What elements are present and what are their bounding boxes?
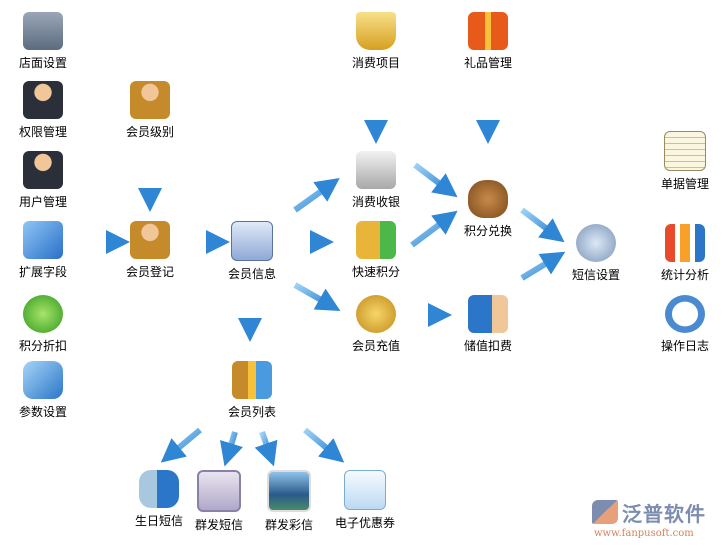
node-label: 单据管理	[660, 177, 709, 191]
logo-mark-icon	[592, 500, 618, 524]
node-points-discount[interactable]: 积分折扣	[0, 295, 88, 354]
node-e-coupon[interactable]: 电子优惠券	[320, 470, 410, 531]
logo-url: www.fanpusoft.com	[594, 528, 694, 539]
discount-icon	[23, 295, 63, 333]
basket-icon	[356, 12, 396, 50]
node-label: 电子优惠券	[334, 516, 395, 530]
finder-icon	[23, 221, 63, 259]
node-store-settings[interactable]: 店面设置	[0, 12, 88, 71]
speaker-icon	[576, 224, 616, 262]
member-key-icon	[130, 221, 170, 259]
node-label: 权限管理	[18, 125, 67, 139]
member-icon	[130, 81, 170, 119]
coupon-icon	[344, 470, 386, 510]
node-label: 会员级别	[125, 125, 174, 139]
node-label: 会员信息	[227, 267, 276, 281]
node-label: 生日短信	[134, 514, 183, 528]
node-member-recharge[interactable]: 会员充值	[331, 295, 421, 354]
node-member-info[interactable]: 会员信息	[207, 221, 297, 282]
gift-icon	[468, 12, 508, 50]
node-label: 礼品管理	[463, 56, 512, 70]
logo-name: 泛普软件	[622, 502, 706, 526]
node-label: 储值扣费	[463, 339, 512, 353]
coins-arrow-icon	[356, 221, 396, 259]
bar-chart-icon	[665, 224, 705, 262]
user-icon	[23, 151, 63, 189]
node-permissions[interactable]: 权限管理	[0, 81, 88, 140]
arrow	[254, 431, 278, 467]
node-cashier[interactable]: 消费收银	[331, 151, 421, 210]
node-statistics[interactable]: 统计分析	[640, 224, 723, 283]
clock-icon	[665, 295, 705, 333]
node-mass-mms[interactable]: 群发彩信	[244, 470, 334, 533]
node-documents[interactable]: 单据管理	[640, 131, 723, 192]
node-label: 会员充值	[351, 339, 400, 353]
id-card-icon	[231, 221, 273, 261]
node-member-list[interactable]: 会员列表	[207, 361, 297, 420]
node-member-level[interactable]: 会员级别	[105, 81, 195, 140]
coins-icon	[356, 295, 396, 333]
node-label: 积分兑换	[463, 224, 512, 238]
users-icon	[23, 81, 63, 119]
node-label: 店面设置	[18, 56, 67, 70]
node-birthday-sms[interactable]: 生日短信	[114, 470, 204, 529]
arrow	[410, 210, 458, 248]
node-extended-fields[interactable]: 扩展字段	[0, 221, 88, 280]
arrow	[160, 427, 202, 463]
arrow	[293, 282, 341, 311]
yen-user-icon	[468, 295, 508, 333]
node-member-registration[interactable]: 会员登记	[105, 221, 195, 280]
node-label: 会员登记	[125, 265, 174, 279]
arrow	[413, 162, 458, 198]
node-label: 积分折扣	[18, 339, 67, 353]
arrow	[520, 207, 565, 243]
node-quick-points[interactable]: 快速积分	[331, 221, 421, 280]
node-label: 用户管理	[18, 195, 67, 209]
notepad-icon	[664, 131, 706, 171]
node-label: 统计分析	[660, 268, 709, 282]
node-label: 消费收银	[351, 195, 400, 209]
money-bag-icon	[468, 180, 508, 218]
node-label: 快速积分	[351, 265, 400, 279]
pda-icon	[197, 470, 241, 512]
node-parameter-settings[interactable]: 参数设置	[0, 361, 88, 420]
arrow	[520, 251, 566, 281]
node-label: 消费项目	[351, 56, 400, 70]
node-label: 参数设置	[18, 405, 67, 419]
picture-brush-icon	[267, 470, 311, 512]
phone-ie-icon	[139, 470, 179, 508]
node-sms-settings[interactable]: 短信设置	[551, 224, 641, 283]
node-gift-management[interactable]: 礼品管理	[443, 12, 533, 71]
settings-k-icon	[23, 361, 63, 399]
arrow	[293, 178, 340, 213]
node-label: 操作日志	[660, 339, 709, 353]
node-label: 会员列表	[227, 405, 276, 419]
node-label: 短信设置	[571, 268, 620, 282]
node-label: 扩展字段	[18, 265, 67, 279]
node-user-management[interactable]: 用户管理	[0, 151, 88, 210]
node-label: 群发彩信	[264, 518, 313, 532]
node-consumption-items[interactable]: 消费项目	[331, 12, 421, 71]
node-label: 群发短信	[194, 518, 243, 532]
node-operation-log[interactable]: 操作日志	[640, 295, 723, 354]
member-chart-icon	[232, 361, 272, 399]
arrow	[220, 431, 243, 467]
node-mass-sms[interactable]: 群发短信	[174, 470, 264, 533]
arrow	[303, 427, 345, 463]
storefront-icon	[23, 12, 63, 50]
node-points-redemption[interactable]: 积分兑换	[443, 180, 533, 239]
node-stored-value-deduction[interactable]: 储值扣费	[443, 295, 533, 354]
cash-register-icon	[356, 151, 396, 189]
